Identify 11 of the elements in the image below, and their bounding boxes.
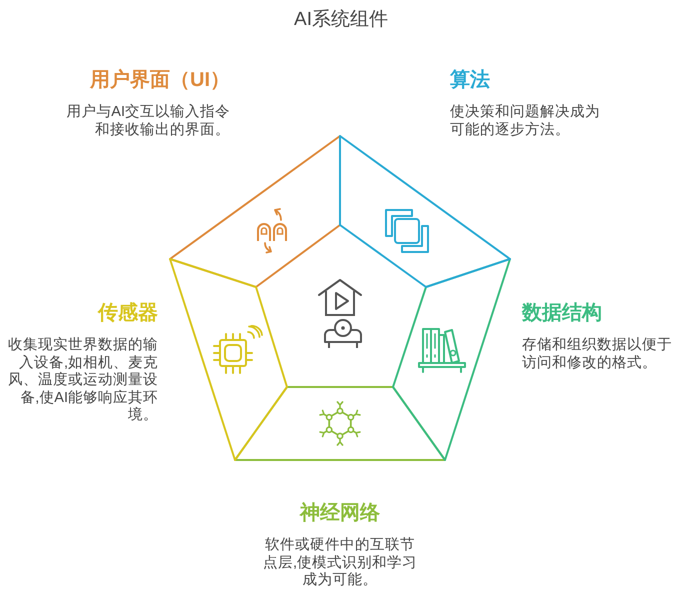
component-description: 使决策和问题解决成为可能的逐步方法。 [450, 104, 601, 139]
component-title: 神经网络 [300, 501, 380, 525]
component-title: 传感器 [98, 301, 158, 325]
component-title: 用户界面（UI） [90, 68, 230, 92]
component-title: 数据结构 [522, 301, 602, 325]
diagram-title: AI系统组件 [294, 8, 388, 32]
component-description: 收集现实世界数据的输入设备,如相机、麦克风、温度或运动测量设备,使AI能够响应其环境。 [7, 337, 158, 424]
component-description: 存储和组织数据以便于访问和修改的格式。 [522, 337, 673, 372]
component-description: 用户与AI交互以输入指令和接收输出的界面。 [65, 104, 230, 139]
component-description: 软件或硬件中的互联节点层,使模式识别和学习成为可能。 [262, 537, 418, 590]
component-title: 算法 [450, 68, 490, 92]
